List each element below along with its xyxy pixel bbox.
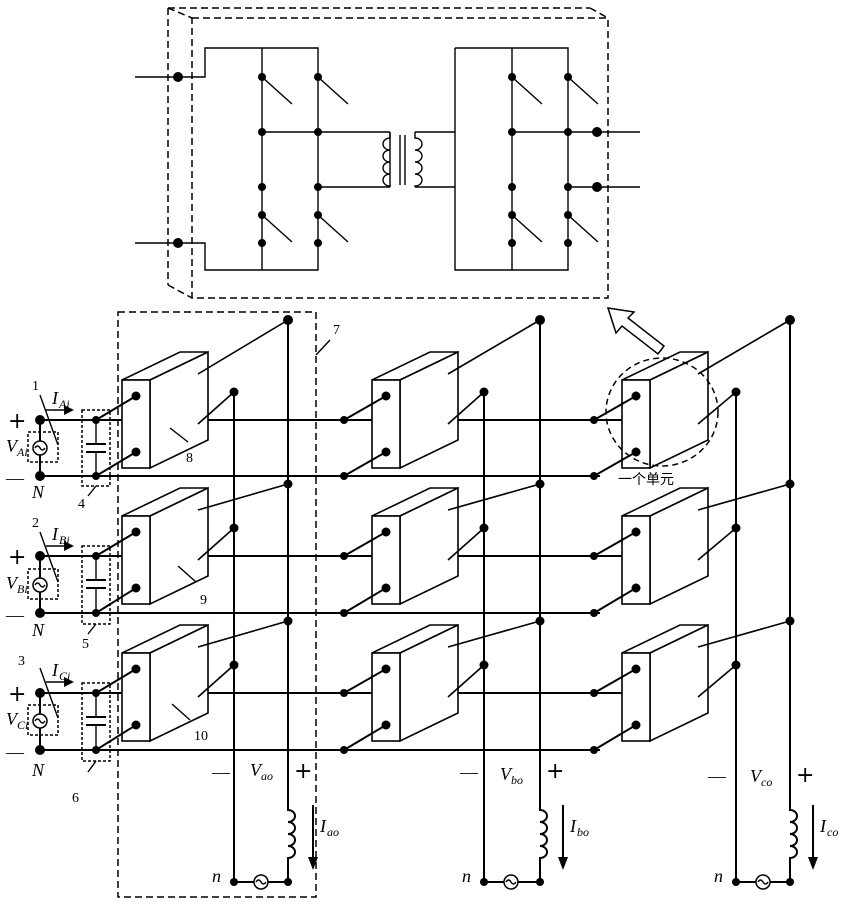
right-h-bridge — [415, 48, 640, 270]
out-plus-a: + — [294, 759, 312, 784]
out-current-b: I — [569, 816, 577, 836]
out-voltage-sub-c: co — [761, 775, 772, 789]
input-number-b: 2 — [32, 516, 39, 531]
input-number-a: 1 — [32, 379, 39, 394]
input-number-c: 3 — [18, 654, 25, 669]
converter-cells — [96, 320, 795, 754]
module-number-b: 9 — [200, 593, 207, 608]
out-minus-b: — — [459, 762, 479, 782]
out-current-sub-b: bo — [577, 825, 589, 839]
input-current-sub-c: Ci — [59, 669, 70, 683]
module-number-c: 10 — [194, 729, 208, 744]
output-loads — [230, 800, 818, 889]
phase-box-number: 7 — [333, 323, 340, 338]
converter-cell-r1-c2 — [340, 320, 540, 480]
input-voltage-sub-b: Bi — [17, 582, 28, 596]
cap-number-a: 4 — [78, 497, 85, 512]
transformer — [383, 132, 422, 187]
output-labels: — V ao + I ao n — V bo + I bo n — V co +… — [211, 759, 838, 886]
out-neutral-c: n — [714, 866, 723, 886]
input-current-sub-b: Bi — [59, 533, 70, 547]
converter-cell-r2-c1 — [96, 480, 293, 614]
minus-b: — — [5, 605, 25, 625]
neutral-a: N — [31, 482, 45, 502]
input-sources — [28, 395, 110, 772]
module-number-a: 8 — [186, 451, 193, 466]
input-current-b: I — [51, 524, 59, 544]
minus-c: — — [5, 742, 25, 762]
out-plus-c: + — [796, 763, 814, 788]
converter-cell-r2-c3 — [590, 480, 795, 618]
out-voltage-sub-a: ao — [261, 769, 273, 783]
converter-cell-r3-c2 — [340, 617, 545, 755]
input-voltage-sub-a: Ai — [16, 445, 28, 459]
out-current-a: I — [319, 816, 327, 836]
out-voltage-sub-b: bo — [511, 773, 523, 787]
neutral-b: N — [31, 620, 45, 640]
unit-label: 一个单元 — [618, 472, 674, 488]
out-neutral-a: n — [212, 866, 221, 886]
minus-a: — — [5, 468, 25, 488]
plus-b: + — [8, 545, 26, 570]
left-h-bridge — [135, 48, 390, 270]
out-minus-c: — — [707, 766, 727, 786]
input-current-a: I — [51, 388, 59, 408]
cap-number-b: 5 — [82, 637, 89, 652]
output-lines — [234, 315, 795, 882]
zoom-arrow — [608, 308, 664, 354]
converter-cell-r1-c3 — [590, 320, 790, 480]
out-plus-b: + — [546, 759, 564, 784]
plus-c: + — [8, 682, 26, 707]
out-current-sub-a: ao — [327, 825, 339, 839]
cap-number-c: 6 — [72, 791, 79, 806]
input-current-sub-a: Ai — [58, 397, 70, 411]
input-voltage-sub-c: Ci — [17, 718, 28, 732]
input-current-c: I — [51, 660, 59, 680]
plus-a: + — [8, 409, 26, 434]
converter-cell-r3-c3 — [590, 617, 795, 755]
neutral-c: N — [31, 760, 45, 780]
out-neutral-b: n — [462, 866, 471, 886]
out-current-sub-c: co — [827, 825, 838, 839]
out-current-c: I — [819, 816, 827, 836]
out-minus-a: — — [211, 762, 231, 782]
unit-detail-box — [168, 8, 608, 298]
converter-cell-r2-c2 — [340, 480, 545, 618]
